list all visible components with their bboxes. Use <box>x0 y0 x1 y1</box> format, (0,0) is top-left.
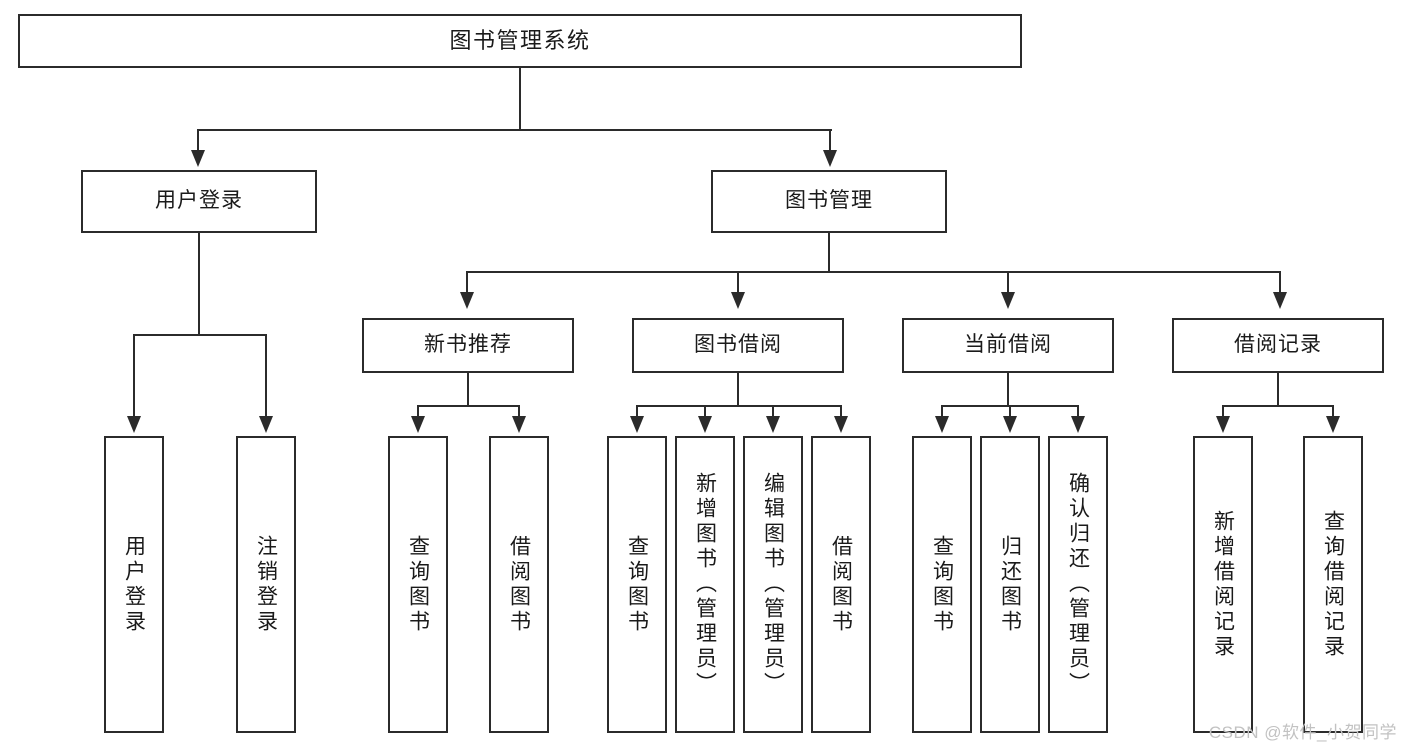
node-label: 图书管理系统 <box>449 28 591 54</box>
arrowhead-current-borrow <box>1001 292 1015 309</box>
edge-new-book-recommend-drop-2 <box>518 405 520 418</box>
leaf-query-book-borrow[interactable]: 查询图书 <box>607 436 667 733</box>
edge-level3-drop-1 <box>466 271 468 295</box>
edge-user-login-bar <box>133 334 267 336</box>
node-label: 查询图书 <box>406 534 430 635</box>
leaf-edit-book-admin[interactable]: 编辑图书（管理员） <box>743 436 803 733</box>
leaf-return-book[interactable]: 归还图书 <box>980 436 1040 733</box>
leaf-query-borrow-record[interactable]: 查询借阅记录 <box>1303 436 1363 733</box>
node-book-borrow[interactable]: 图书借阅 <box>632 318 844 373</box>
node-label: 查询借阅记录 <box>1321 509 1345 660</box>
node-label: 当前借阅 <box>964 333 1052 357</box>
leaf-add-borrow-record[interactable]: 新增借阅记录 <box>1193 436 1253 733</box>
arrowhead-leaf-logout <box>259 416 273 433</box>
leaf-add-book-admin[interactable]: 新增图书（管理员） <box>675 436 735 733</box>
edge-book-borrow-stem <box>737 373 739 406</box>
edge-borrow-record-bar <box>1222 405 1334 407</box>
edge-borrow-record-drop-1 <box>1222 405 1224 418</box>
edge-level3-drop-3 <box>1007 271 1009 295</box>
edge-root-stem <box>519 68 521 130</box>
arrowhead-leaf-query-borrow-record <box>1326 416 1340 433</box>
arrowhead-leaf-user-login <box>127 416 141 433</box>
node-label: 借阅记录 <box>1234 333 1322 357</box>
node-label: 查询图书 <box>625 534 649 635</box>
edge-current-borrow-drop-3 <box>1077 405 1079 418</box>
edge-level3-bar <box>466 271 1281 273</box>
node-label: 用户登录 <box>155 189 243 213</box>
node-label: 新增图书（管理员） <box>693 472 717 697</box>
arrowhead-book-borrow <box>731 292 745 309</box>
edge-book-borrow-drop-2 <box>704 405 706 418</box>
arrowhead-book-management <box>823 150 837 167</box>
arrowhead-leaf-query-book-1 <box>411 416 425 433</box>
leaf-logout[interactable]: 注销登录 <box>236 436 296 733</box>
leaf-query-book-recommend[interactable]: 查询图书 <box>388 436 448 733</box>
leaf-borrow-book-borrow[interactable]: 借阅图书 <box>811 436 871 733</box>
node-label: 注销登录 <box>254 534 278 635</box>
node-label: 借阅图书 <box>507 534 531 635</box>
edge-current-borrow-drop-1 <box>941 405 943 418</box>
node-label: 新增借阅记录 <box>1211 509 1235 660</box>
node-label: 图书借阅 <box>694 333 782 357</box>
edge-current-borrow-stem <box>1007 373 1009 406</box>
node-label: 查询图书 <box>930 534 954 635</box>
node-label: 图书管理 <box>785 189 873 213</box>
edge-borrow-record-drop-2 <box>1332 405 1334 418</box>
edge-book-management-stem <box>828 233 830 273</box>
arrowhead-leaf-edit-book <box>766 416 780 433</box>
edge-book-borrow-bar <box>636 405 842 407</box>
edge-user-login-stem <box>198 233 200 335</box>
node-label: 编辑图书（管理员） <box>761 472 785 697</box>
edge-level3-drop-4 <box>1279 271 1281 295</box>
edge-user-login-drop-2 <box>265 334 267 418</box>
arrowhead-new-book-recommend <box>460 292 474 309</box>
edge-level2-drop-left <box>197 129 199 153</box>
arrowhead-leaf-query-book-3 <box>935 416 949 433</box>
node-user-login[interactable]: 用户登录 <box>81 170 317 233</box>
leaf-borrow-book-recommend[interactable]: 借阅图书 <box>489 436 549 733</box>
node-label: 确认归还（管理员） <box>1066 472 1090 697</box>
edge-level3-drop-2 <box>737 271 739 295</box>
arrowhead-user-login <box>191 150 205 167</box>
edge-level2-drop-right <box>829 129 831 153</box>
node-label: 归还图书 <box>998 534 1022 635</box>
leaf-confirm-return-admin[interactable]: 确认归还（管理员） <box>1048 436 1108 733</box>
arrowhead-leaf-add-book <box>698 416 712 433</box>
leaf-query-book-current[interactable]: 查询图书 <box>912 436 972 733</box>
node-label: 借阅图书 <box>829 534 853 635</box>
edge-book-borrow-drop-3 <box>772 405 774 418</box>
node-new-book-recommend[interactable]: 新书推荐 <box>362 318 574 373</box>
edge-current-borrow-drop-2 <box>1009 405 1011 418</box>
edge-book-borrow-drop-4 <box>840 405 842 418</box>
edge-level2-bar <box>197 129 832 131</box>
node-current-borrow[interactable]: 当前借阅 <box>902 318 1114 373</box>
edge-new-book-recommend-bar <box>417 405 520 407</box>
node-borrow-record[interactable]: 借阅记录 <box>1172 318 1384 373</box>
arrowhead-leaf-borrow-book-2 <box>834 416 848 433</box>
edge-new-book-recommend-stem <box>467 373 469 406</box>
node-label: 新书推荐 <box>424 333 512 357</box>
edge-book-borrow-drop-1 <box>636 405 638 418</box>
edge-user-login-drop-1 <box>133 334 135 418</box>
leaf-user-login[interactable]: 用户登录 <box>104 436 164 733</box>
arrowhead-leaf-add-borrow-record <box>1216 416 1230 433</box>
arrowhead-leaf-borrow-book-1 <box>512 416 526 433</box>
node-label: 用户登录 <box>122 534 146 635</box>
edge-new-book-recommend-drop-1 <box>417 405 419 418</box>
node-book-management[interactable]: 图书管理 <box>711 170 947 233</box>
arrowhead-leaf-query-book-2 <box>630 416 644 433</box>
arrowhead-borrow-record <box>1273 292 1287 309</box>
node-root-book-management-system[interactable]: 图书管理系统 <box>18 14 1022 68</box>
arrowhead-leaf-confirm-return <box>1071 416 1085 433</box>
csdn-watermark: CSDN @软件_小贺同学 <box>1208 723 1397 742</box>
edge-borrow-record-stem <box>1277 373 1279 406</box>
arrowhead-leaf-return-book <box>1003 416 1017 433</box>
